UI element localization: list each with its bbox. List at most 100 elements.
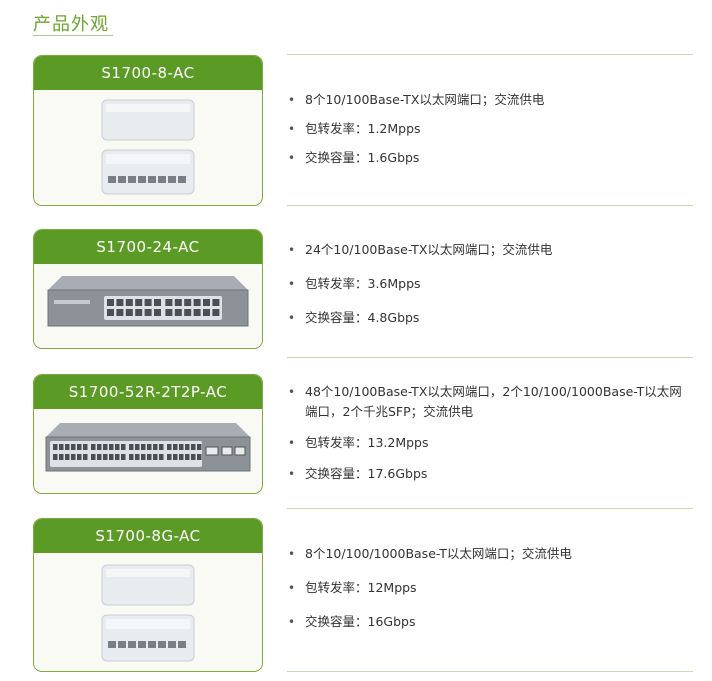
port-icon [147,444,152,450]
port-icon [135,299,143,306]
spec-item: 交换容量：16Gbps [287,612,693,632]
port-icon [107,309,114,316]
product-card-s1700-8-ac: S1700-8-AC [33,55,263,206]
port-icon [203,299,210,306]
port-icon [212,299,220,306]
spec-item: 包转发率：1.2Mpps [287,119,693,139]
divider [287,508,693,509]
spec-list: 8个10/100Base-TX以太网端口；交流供电 包转发率：1.2Mpps 交… [287,90,693,168]
product-name: S1700-52R-2T2P-AC [34,375,262,409]
port-icon [179,444,184,450]
spec-item: 包转发率：12Mpps [287,578,693,598]
port-icon [115,444,120,450]
spec-item: 8个10/100Base-TX以太网端口；交流供电 [287,90,693,110]
product-image [34,90,262,205]
spec-list: 24个10/100Base-TX以太网端口；交流供电 包转发率：3.6Mpps … [287,240,693,328]
spec-item: 包转发率：13.2Mpps [287,433,693,453]
product-image [34,264,262,348]
page-title: 产品外观 [33,14,109,35]
spec-item: 交换容量：17.6Gbps [287,464,693,484]
port-icon [174,309,182,316]
port-icon [191,454,196,460]
spec-item: 8个10/100/1000Base-T以太网端口；交流供电 [287,544,693,564]
port-icon [83,444,88,450]
port-icon [91,444,96,450]
port-icon [212,309,220,316]
product-image [34,409,262,493]
port-icon [193,309,201,316]
spec-item: 交换容量：1.6Gbps [287,148,693,168]
desktop-switch-image [101,564,195,662]
port-icon [144,309,152,316]
port-icon [77,454,82,460]
port-icon [109,454,114,460]
port-icon [193,299,201,306]
product-card-s1700-24-ac: S1700-24-AC [33,229,263,349]
port-icon [77,444,82,450]
port-icon [165,309,173,316]
port-icon [185,454,190,460]
port-icon [115,454,120,460]
product-image [34,553,262,671]
spec-item: 48个10/100Base-TX以太网端口，2个10/100/1000Base-… [287,382,693,422]
port-icon [107,299,114,306]
port-icon [53,444,58,450]
port-icon [71,454,76,460]
port-icon [197,454,202,460]
port-icon [184,309,192,316]
divider [287,671,693,672]
spec-item: 包转发率：3.6Mpps [287,274,693,294]
port-icon [103,444,108,450]
divider [287,357,693,358]
port-icon [116,309,124,316]
port-icon [147,454,152,460]
port-icon [59,454,64,460]
port-icon [174,299,182,306]
port-icon [135,454,140,460]
port-icon [203,309,210,316]
port-icon [129,444,134,450]
port-icon [109,444,114,450]
port-icon [159,444,164,450]
port-icon [91,454,96,460]
port-icon [121,444,126,450]
spec-list: 48个10/100Base-TX以太网端口，2个10/100/1000Base-… [287,382,693,484]
port-icon [173,444,178,450]
port-icon [197,444,202,450]
port-icon [153,454,158,460]
product-card-s1700-52r-2t2p-ac: S1700-52R-2T2P-AC [33,374,263,494]
divider [287,54,693,55]
product-name: S1700-8G-AC [34,519,262,553]
port-icon [65,454,70,460]
port-icon [125,309,133,316]
port-icon [165,299,173,306]
port-icon [173,454,178,460]
port-icon [185,444,190,450]
spec-item: 交换容量：4.8Gbps [287,308,693,328]
product-name: S1700-8-AC [34,56,262,90]
port-icon [184,299,192,306]
port-icon [141,454,146,460]
port-icon [53,454,58,460]
port-icon [154,309,161,316]
port-icon [129,454,134,460]
port-icon [135,309,143,316]
port-icon [141,444,146,450]
port-icon [121,454,126,460]
port-icon [167,454,172,460]
port-icon [135,444,140,450]
divider [287,205,693,206]
desktop-switch-image [101,99,195,195]
port-icon [179,454,184,460]
port-icon [144,299,152,306]
port-icon [103,454,108,460]
port-icon [71,444,76,450]
port-icon [125,299,133,306]
port-icon [97,444,102,450]
title-underline [33,35,113,36]
rack-switch-image [45,423,251,472]
product-name: S1700-24-AC [34,230,262,264]
port-icon [167,444,172,450]
spec-list: 8个10/100/1000Base-T以太网端口；交流供电 包转发率：12Mpp… [287,544,693,632]
port-icon [159,454,164,460]
